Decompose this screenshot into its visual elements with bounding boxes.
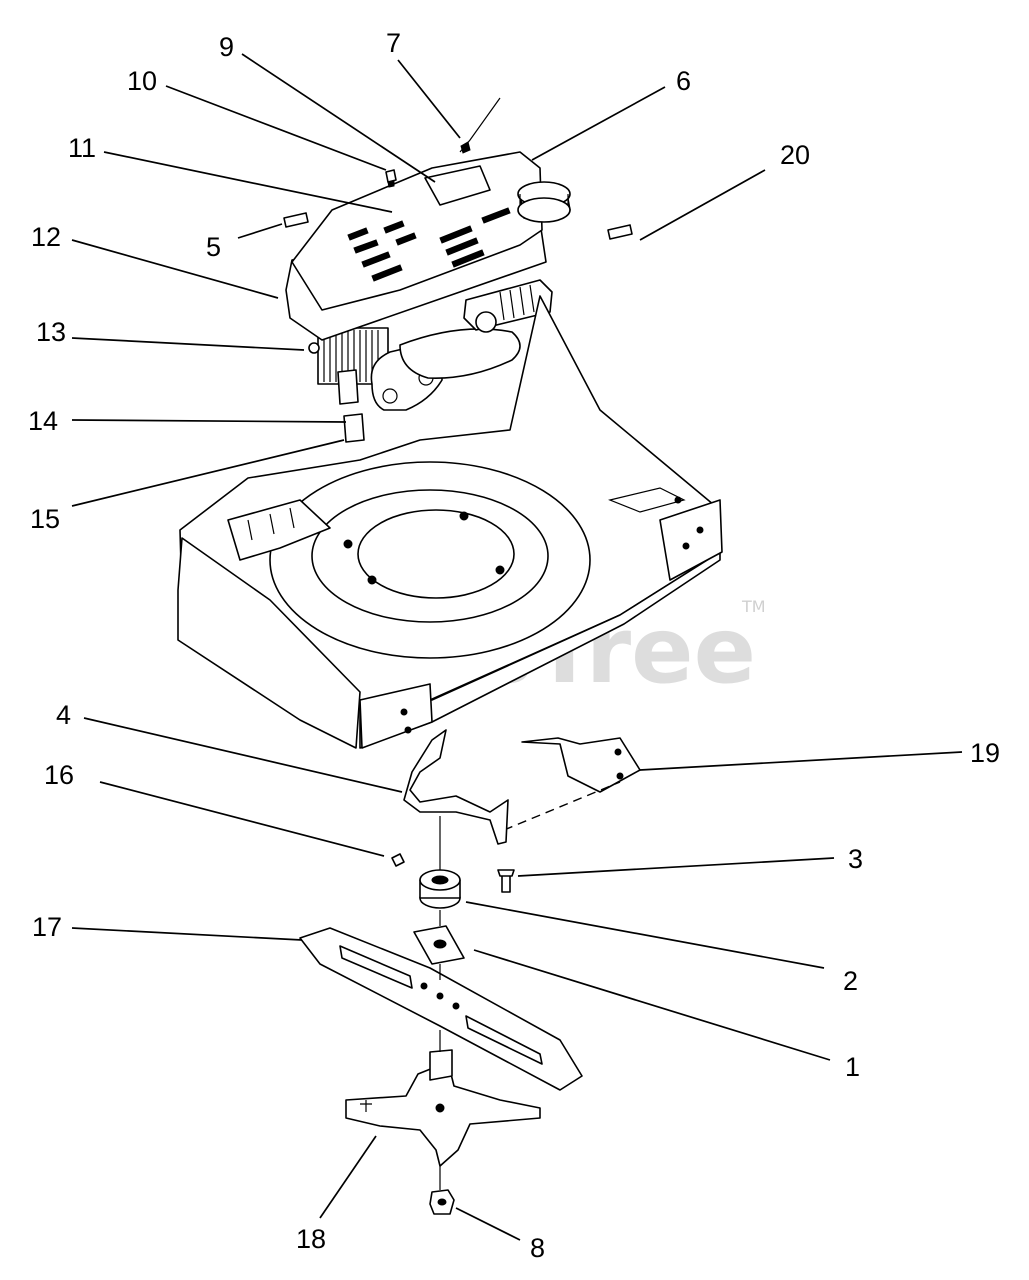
part-15-plate	[343, 413, 365, 443]
deck-center-opening	[357, 509, 515, 599]
part-4-bracket	[403, 729, 509, 845]
part-5-decal	[283, 212, 309, 228]
vent-grille-left	[347, 220, 417, 282]
part-8-nut	[429, 1189, 455, 1215]
deck-wheel-bracket	[659, 499, 723, 581]
callout-5: 5	[206, 232, 221, 262]
callout-2: 2	[843, 966, 858, 996]
callout-3: 3	[848, 844, 863, 874]
throttle-control	[463, 279, 553, 333]
mower-deck	[177, 295, 723, 749]
callout-9: 9	[219, 32, 234, 62]
callout-7: 7	[386, 28, 401, 58]
part-13-bolt	[308, 342, 320, 354]
part-1-plate	[413, 925, 465, 965]
callout-labels: 9 7 10 6 11 20 12 5 13 14 15 4 19 16 3 1…	[28, 28, 1000, 1263]
callout-4: 4	[56, 700, 71, 730]
part-16-key	[391, 853, 405, 867]
callout-17: 17	[32, 912, 62, 942]
watermark-trademark: TM	[741, 597, 766, 616]
callout-14: 14	[28, 406, 58, 436]
callout-16: 16	[44, 760, 74, 790]
callout-18: 18	[296, 1224, 326, 1254]
part-2-adapter	[419, 869, 461, 909]
callout-11: 11	[68, 133, 96, 163]
deck-front-skirt	[177, 537, 361, 749]
vent-grille-right	[439, 207, 511, 268]
callout-10: 10	[127, 66, 157, 96]
callout-20: 20	[780, 140, 810, 170]
fuel-cap	[517, 181, 571, 223]
part-14-plate	[337, 369, 359, 405]
part-18-mulch-blade	[345, 1049, 541, 1167]
leader-lines	[71, 53, 963, 1241]
callout-15: 15	[30, 504, 60, 534]
part-10-screw	[385, 169, 397, 188]
part-17-blade	[299, 927, 583, 1091]
callout-8: 8	[530, 1233, 545, 1263]
part-19-baffle	[521, 737, 641, 793]
callout-1: 1	[845, 1052, 860, 1082]
callout-6: 6	[676, 66, 691, 96]
deck-front-bracket	[359, 683, 433, 749]
engine-assembly	[285, 97, 571, 411]
shroud-top-plate	[424, 165, 491, 206]
engine-flange	[399, 328, 521, 379]
callout-12: 12	[31, 222, 61, 252]
callout-19: 19	[970, 738, 1000, 768]
callout-13: 13	[36, 317, 66, 347]
part-3-bolt	[497, 869, 515, 893]
part-20-decal	[607, 224, 633, 240]
deck-discharge	[227, 499, 331, 561]
